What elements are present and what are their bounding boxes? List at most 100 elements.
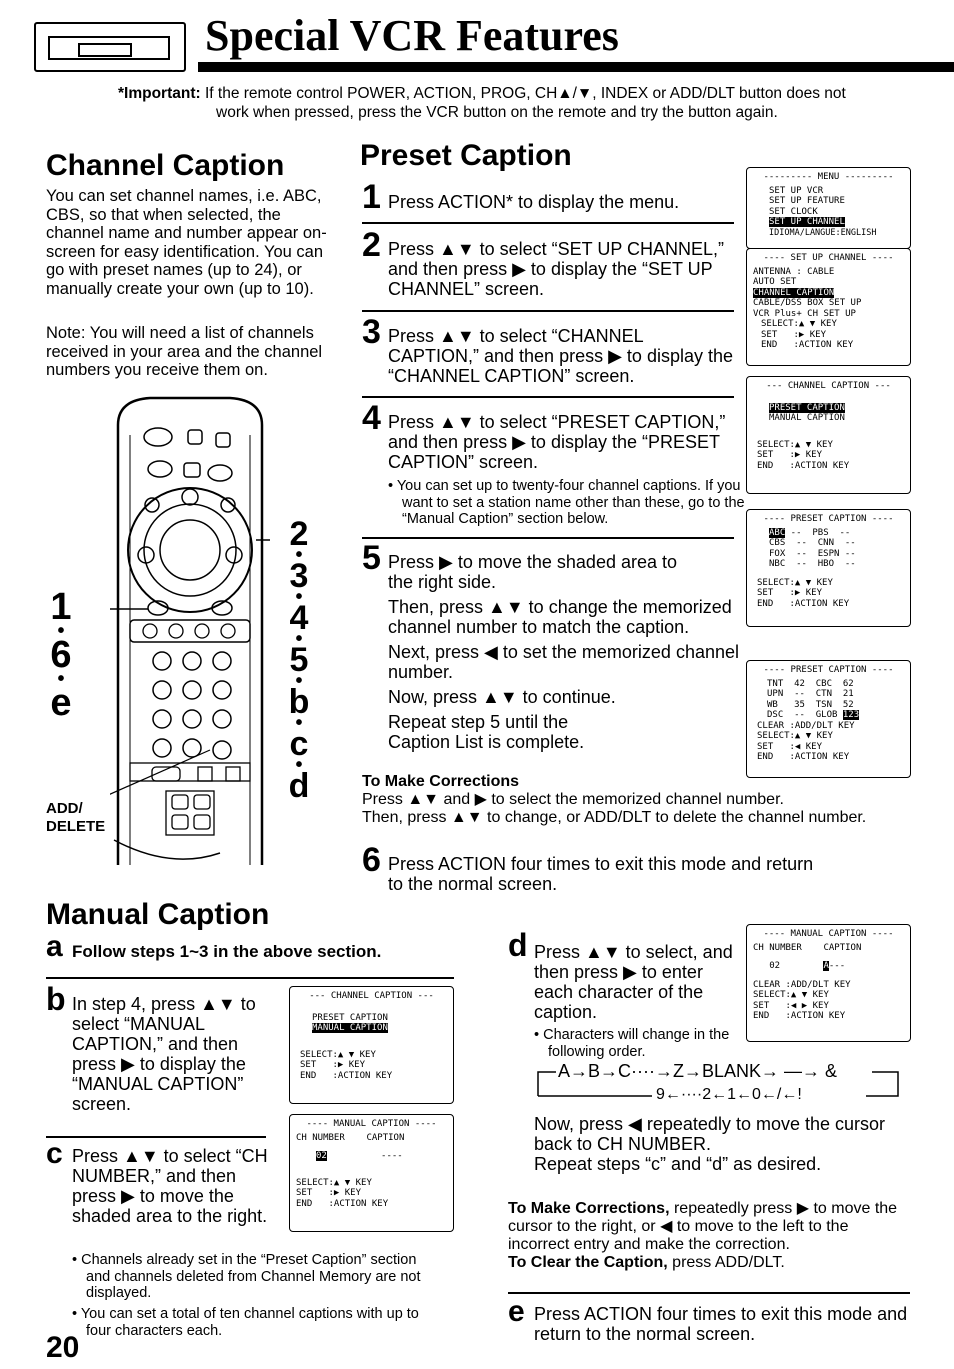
screen-row: END :ACTION KEY (296, 1198, 389, 1209)
screen-row: SET :▶ KEY (757, 450, 823, 460)
menu-screen: --------- MENU --------- SET UP VCR SET … (746, 167, 911, 249)
screen-highlight: ABC (769, 527, 786, 538)
step-1-number: 1 (362, 178, 381, 216)
step-rule (508, 1292, 910, 1294)
manual-b-channel-caption-screen: --- CHANNEL CAPTION --- PRESET CAPTION M… (289, 986, 454, 1104)
screen-row: SET :▶ KEY (296, 1188, 362, 1198)
remote-left-callouts: 1 • 6 • e (50, 586, 72, 724)
important-line2: work when pressed, press the VCR button … (216, 104, 778, 121)
step-1-text: Press ACTION* to display the menu. (388, 192, 680, 212)
screen-row: SET CLOCK (769, 206, 818, 217)
step-rule (362, 222, 734, 224)
title-rule (198, 62, 954, 72)
callout-d: d (288, 767, 310, 805)
manual-corrections: To Make Corrections, repeatedly press ▶ … (508, 1200, 908, 1254)
step-d-now: Now, press ◀ repeatedly to move the curs… (534, 1114, 885, 1154)
step-e-letter: e (508, 1295, 525, 1328)
step-4-bullet-text: You can set up to twenty-four channel ca… (396, 478, 745, 527)
screen-row: SELECT:▲ ▼ KEY (757, 731, 833, 741)
screen-row: ---- (326, 1151, 403, 1161)
step-c-bullet-2: • You can set a total of ten channel cap… (72, 1306, 419, 1339)
screen-highlight: CHANNEL CAPTION (753, 287, 835, 298)
manual-corrections-text: repeatedly press ▶ to move the cursor to… (508, 1200, 898, 1253)
page-title: Special VCR Features (205, 11, 619, 60)
screen-row: VCR Plus+ CH SET UP (753, 308, 856, 319)
manual-caption-heading: Manual Caption (46, 898, 270, 931)
screen-row: ANTENNA : CABLE (753, 266, 835, 277)
screen-row: SELECT:▲ ▼ KEY (296, 1177, 372, 1188)
screen-row: SET :◀ KEY (757, 741, 823, 752)
preset-caption-screen-1: ---- PRESET CAPTION ---- ABC -- PBS -- C… (746, 509, 911, 627)
manual-c-screen: ---- MANUAL CAPTION ---- CH NUMBER CAPTI… (289, 1114, 454, 1232)
corrections-line1: Press ▲▼ and ▶ to select the memorized c… (362, 791, 784, 808)
screen-row: -- PBS -- (785, 527, 851, 538)
screen-row: END :ACTION KEY (300, 1070, 393, 1081)
remote-right-callouts: 2• 3• 4• 5• b• c• d (288, 515, 310, 805)
screen-highlight: MANUAL CAPTION (312, 1023, 388, 1033)
step-d-text: Press ▲▼ to select, and then press ▶ to … (534, 942, 733, 1022)
screen-row: SET :◀ ▶ KEY (753, 1000, 829, 1011)
screen-title: --- CHANNEL CAPTION --- (766, 381, 891, 391)
screen-row: AUTO SET (753, 277, 797, 287)
step-a-letter: a (46, 930, 63, 963)
step-6-number: 6 (362, 841, 381, 879)
step-c-letter: c (46, 1137, 63, 1170)
order-line-2: 9←····2←1←0←/←! (656, 1084, 802, 1106)
step-4-number: 4 (362, 399, 381, 437)
screen-row: SELECT:▲ ▼ KEY (757, 439, 833, 450)
screen-row: SET :▶ KEY (757, 588, 823, 598)
callout-5: 5 (289, 641, 309, 679)
corrections-line2: Then, press ▲▼ to change, or ADD/DLT to … (362, 809, 867, 826)
screen-row: UPN -- CTN 21 (767, 689, 854, 699)
step-a-text: Follow steps 1~3 in the above section. (72, 942, 382, 961)
step-rule (362, 537, 734, 539)
step-d-bullet: • Characters will change in the followin… (534, 1027, 730, 1060)
important-line1: If the remote control POWER, ACTION, PRO… (204, 85, 846, 102)
remote-control-illustration (110, 396, 270, 865)
channel-caption-note: Note: You will need a list of channels r… (46, 324, 323, 379)
screen-row: SET :▶ KEY (761, 329, 827, 340)
screen-row: SELECT:▲ ▼ KEY (300, 1049, 376, 1060)
callout-2: 2 (289, 515, 309, 553)
step-d-bullet-text: Characters will change in the following … (543, 1027, 730, 1060)
step-rule (46, 977, 454, 979)
step-5-number: 5 (362, 539, 381, 577)
step-rule (46, 1136, 266, 1138)
order-line-1: A→B→C····→Z→BLANK→ —→ & (558, 1061, 838, 1081)
clear-caption: To Clear the Caption, press ADD/DLT. (508, 1254, 908, 1272)
callout-6: 6 (50, 634, 72, 676)
step-b-text: In step 4, press ▲▼ to select “MANUAL CA… (72, 994, 256, 1114)
screen-row: CH NUMBER CAPTION (753, 942, 862, 953)
step-5-repeat: Repeat step 5 until the Caption List is … (388, 712, 585, 752)
screen-row: 02 (753, 961, 824, 971)
channel-caption-intro: You can set channel names, i.e. ABC, CBS… (46, 187, 327, 298)
callout-1: 1 (50, 586, 72, 628)
callout-3: 3 (289, 557, 309, 595)
screen-row: END :ACTION KEY (757, 752, 850, 762)
screen-row: END :ACTION KEY (757, 598, 850, 609)
important-note: *Important: If the remote control POWER,… (118, 84, 938, 122)
screen-row: END :ACTION KEY (757, 460, 850, 471)
screen-title: --------- MENU --------- (763, 172, 894, 182)
screen-highlight: SET UP CHANNEL (769, 217, 845, 227)
screen-row: CABLE/DSS BOX SET UP (753, 298, 862, 308)
step-c-bullet-2-text: You can set a total of ten channel capti… (80, 1306, 419, 1339)
screen-row: FOX -- ESPN -- (769, 548, 856, 559)
screen-title: ---- PRESET CAPTION ---- (763, 514, 894, 524)
step-5-next: Next, press ◀ to set the memorized chann… (388, 642, 739, 682)
character-order-diagram: A→B→C····→Z→BLANK→ —→ & 9←····2←1←0←/←! (536, 1060, 904, 1106)
step-b-letter: b (46, 981, 66, 1017)
step-6-text: Press ACTION four times to exit this mod… (388, 854, 814, 894)
step-c-bullet-1-text: Channels already set in the “Preset Capt… (81, 1252, 421, 1301)
screen-row: MANUAL CAPTION (769, 413, 845, 423)
step-3-text: Press ▲▼ to select “CHANNEL CAPTION,” an… (388, 326, 733, 386)
callout-4: 4 (289, 599, 309, 637)
step-5-then: Then, press ▲▼ to change the memorized c… (388, 597, 732, 637)
channel-caption-heading: Channel Caption (46, 149, 285, 182)
screen-highlight: 02 (316, 1151, 327, 1161)
callout-e: e (50, 682, 72, 724)
callout-c: c (289, 725, 309, 763)
corrections-title: To Make Corrections (362, 773, 520, 790)
screen-title: ---- MANUAL CAPTION ---- (306, 1119, 437, 1129)
channel-caption-screen: --- CHANNEL CAPTION --- PRESET CAPTION M… (746, 376, 911, 494)
